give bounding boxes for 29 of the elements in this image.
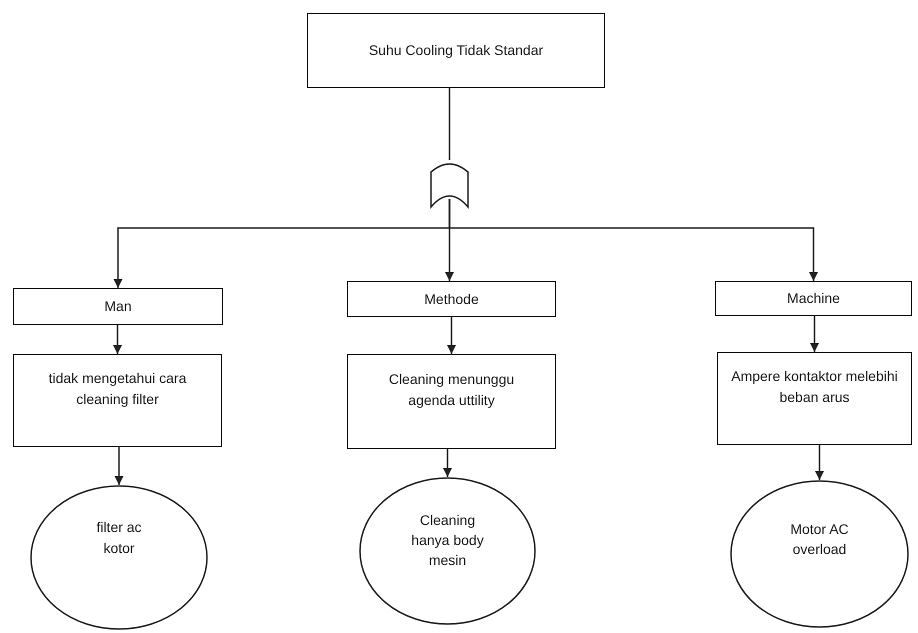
node-label: Motor AC overload [789,520,850,559]
connector-line [448,88,450,160]
process-box [13,288,223,325]
arrow [114,447,124,485]
process-box [13,354,222,447]
node-label: Man [103,297,133,316]
arrow [443,449,452,477]
top-event-box [307,13,605,88]
event-ellipse [30,485,208,630]
process-box [717,352,912,445]
arrow [447,317,456,354]
process-box [715,281,912,316]
arrow [448,199,818,281]
node-label: Suhu Cooling Tidak Standar [368,41,544,60]
arrow [113,325,122,354]
node-label: Cleaning hanya body mesin [410,510,485,570]
node-label: Methode [423,290,480,309]
node-label: Cleaning menunggu agenda uttility [388,370,516,410]
or-gate [431,160,468,207]
process-box [347,281,556,317]
node-label: filter ac kotor [95,518,143,558]
arrow [815,445,824,480]
arrow [810,316,819,352]
event-ellipse [730,480,909,628]
node-label: Ampere kontaktor melebihi beban arus [730,367,899,406]
node-label: Machine [786,289,841,308]
process-box [347,354,556,449]
node-label: tidak mengetahui cara cleaning filter [48,369,188,409]
event-ellipse [359,477,536,625]
